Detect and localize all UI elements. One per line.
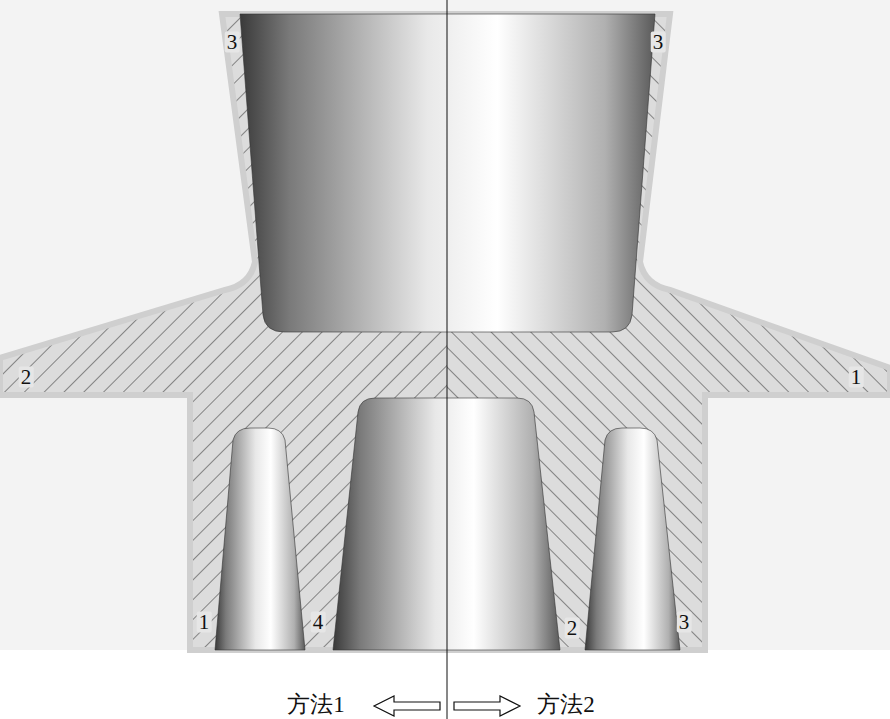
- callout-number: 1: [849, 367, 864, 388]
- method-label: 方法2: [535, 692, 597, 717]
- hatched-section: [0, 14, 447, 650]
- callout-number: 2: [565, 618, 580, 639]
- part-section: [0, 14, 890, 650]
- callout-number: 4: [311, 612, 326, 633]
- groove-cavity: [215, 428, 305, 650]
- hollow-arrow: [454, 696, 520, 716]
- background: [0, 0, 890, 650]
- groove-cavity: [585, 428, 680, 650]
- callout-number: 2: [19, 367, 34, 388]
- callout-number: 3: [651, 32, 666, 53]
- callout-number: 3: [677, 612, 692, 633]
- method-label: 方法1: [285, 692, 347, 717]
- hatched-section: [447, 14, 890, 650]
- callout-number: 1: [197, 612, 212, 633]
- callout-number: 3: [225, 32, 240, 53]
- hollow-arrow: [374, 696, 440, 716]
- center-line: [447, 0, 448, 719]
